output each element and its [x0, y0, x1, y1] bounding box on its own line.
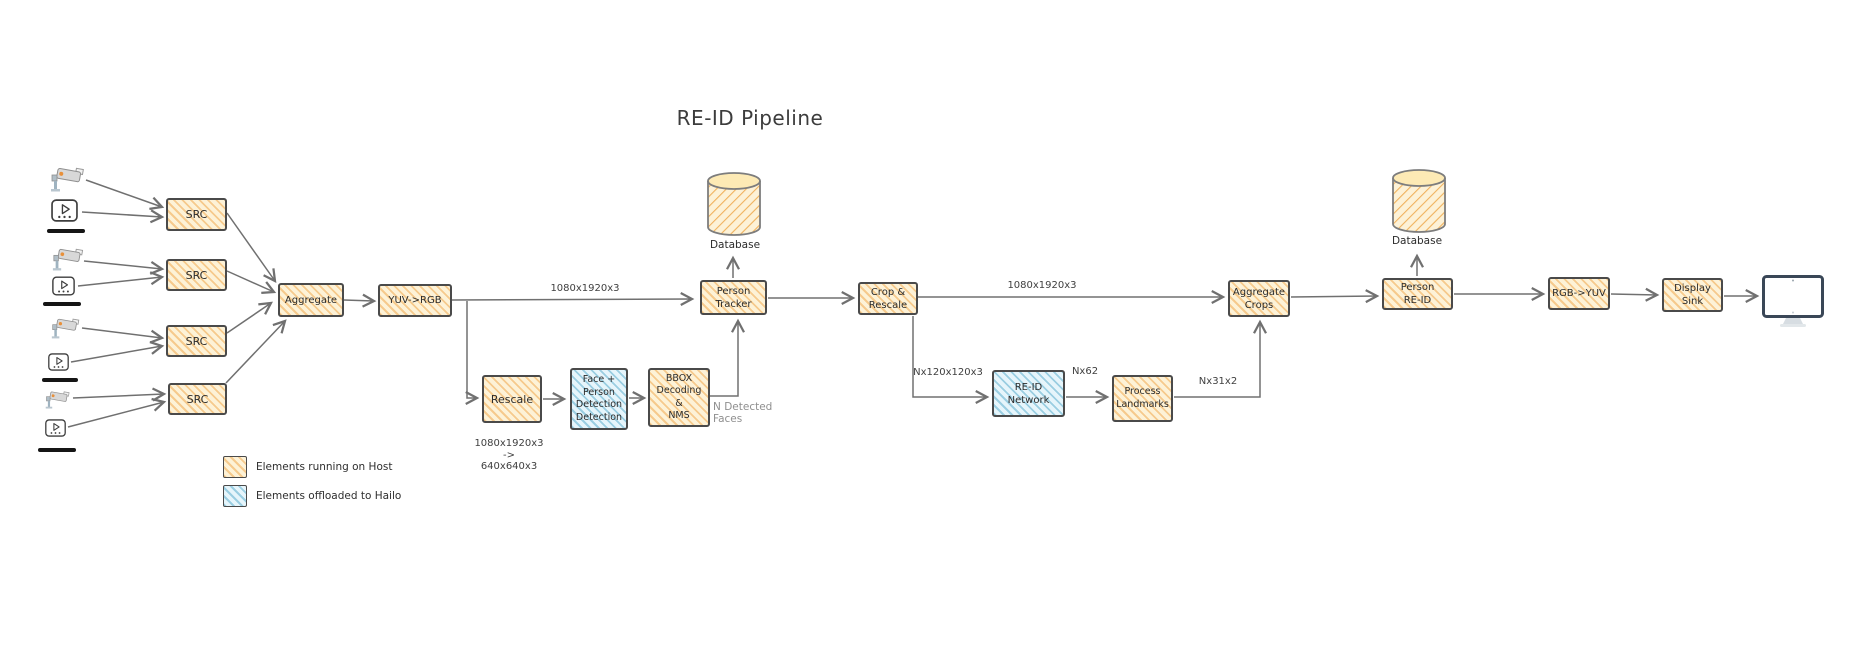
legend: Elements running on Host Elements offloa… [223, 456, 401, 514]
edge-croprescale-reidnet [912, 316, 990, 404]
edge-aggcrops-personreid [1290, 289, 1380, 304]
database-label: Database [1391, 235, 1443, 247]
edge-bbox-tracker [710, 318, 745, 397]
legend-swatch-host-icon [223, 456, 247, 478]
video-player-icon [45, 419, 66, 437]
edge-aggregate-yuvrgb [343, 293, 377, 308]
node-aggregate-crops: Aggregate Crops [1228, 280, 1290, 317]
edge-cam2-src2 [83, 260, 165, 275]
video-player-icon [51, 199, 78, 222]
edge-yuvrgb-rescale [465, 301, 480, 405]
legend-swatch-hailo-icon [223, 485, 247, 507]
video-player-icon [52, 276, 75, 296]
legend-row-host: Elements running on Host [223, 456, 401, 478]
cctv-camera-icon [51, 167, 84, 192]
node-reid-network: RE-ID Network [992, 370, 1065, 417]
database-cylinder-icon [1392, 169, 1446, 233]
legend-label-host: Elements running on Host [256, 461, 393, 473]
node-src-1: SRC [166, 198, 227, 231]
edge-label-detected-faces: N Detected Faces [713, 401, 773, 425]
edge-label-rescale-io: 1080x1920x3 -> 640x640x3 [474, 438, 544, 472]
edge-label-crops-shape: Nx120x120x3 [913, 367, 983, 378]
node-bbox-decoding-nms: BBOX Decoding & NMS [648, 368, 710, 427]
edge-yuvrgb-tracker [451, 292, 695, 307]
node-display-sink: Display Sink [1662, 278, 1723, 312]
cctv-camera-icon [45, 391, 70, 409]
edge-src1-aggregate [226, 212, 277, 283]
edge-label-embedding-shape: Nx62 [1071, 366, 1099, 377]
divider-line [38, 448, 76, 452]
video-player-icon [48, 353, 69, 371]
node-aggregate: Aggregate [278, 283, 344, 317]
database-cylinder-icon [707, 172, 761, 236]
cctv-camera-icon [51, 318, 80, 339]
edge-vid2-src2 [77, 271, 165, 287]
node-src-3: SRC [166, 325, 227, 357]
edge-src4-aggregate [225, 319, 287, 384]
node-yuv-to-rgb: YUV->RGB [378, 284, 452, 317]
legend-row-hailo: Elements offloaded to Hailo [223, 485, 401, 507]
display-monitor-icon [1762, 275, 1824, 327]
edge-label-landmarks-shape: Nx31x2 [1198, 376, 1238, 387]
node-person-tracker: Person Tracker [700, 280, 767, 315]
node-rgb-to-yuv: RGB->YUV [1548, 277, 1610, 310]
divider-line [42, 378, 78, 382]
edge-cam1-src1 [85, 179, 165, 211]
node-face-person-detection: Face + Person Detection Detection [570, 368, 628, 430]
edge-label-frame-res-left: 1080x1920x3 [550, 283, 620, 294]
node-rescale: Rescale [482, 375, 542, 423]
edge-vid3-src3 [70, 340, 165, 363]
node-person-reid: Person RE-ID [1382, 278, 1453, 310]
edge-rgbyuv-display [1610, 287, 1660, 302]
divider-line [47, 229, 85, 233]
edge-src3-aggregate [226, 301, 273, 334]
edge-cam4-src4 [72, 387, 167, 402]
edge-vid1-src1 [81, 209, 165, 224]
node-process-landmarks: Process Landmarks [1112, 375, 1173, 422]
node-src-2: SRC [166, 259, 227, 291]
divider-line [43, 302, 81, 306]
edge-src2-aggregate [226, 270, 277, 295]
node-crop-rescale: Crop & Rescale [858, 282, 918, 315]
edge-label-frame-res-right: 1080x1920x3 [1007, 280, 1077, 291]
legend-label-hailo: Elements offloaded to Hailo [256, 490, 402, 502]
cctv-camera-icon [52, 248, 84, 271]
diagram-title: RE-ID Pipeline [676, 106, 824, 130]
edge-vid4-src4 [67, 397, 167, 428]
node-src-4: SRC [168, 383, 227, 415]
database-label: Database [709, 239, 761, 251]
edge-cam3-src3 [81, 327, 165, 344]
